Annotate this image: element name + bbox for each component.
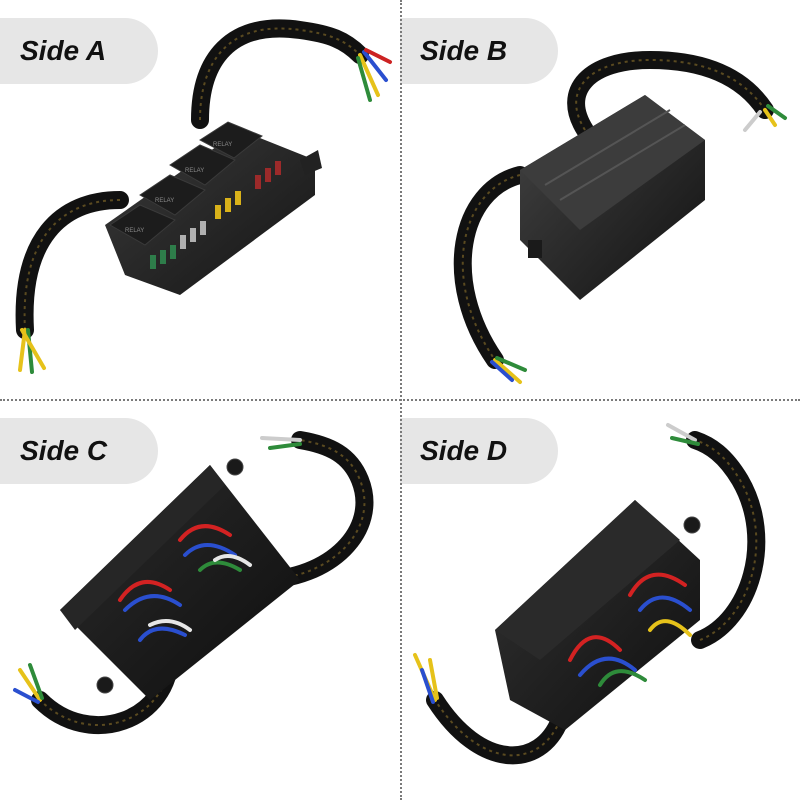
panel-label: Side B — [400, 18, 558, 84]
svg-text:RELAY: RELAY — [155, 198, 174, 204]
panel-side-b: Side B — [400, 0, 800, 400]
panel-label: Side D — [400, 418, 558, 484]
fuse-box-wiring-view-image — [13, 431, 374, 734]
panel-side-d: Side D — [400, 400, 800, 800]
svg-text:RELAY: RELAY — [125, 228, 144, 234]
svg-text:RELAY: RELAY — [213, 142, 232, 148]
panel-side-c: Side C — [0, 400, 400, 800]
horizontal-divider — [0, 399, 800, 401]
fuse-box-back-view-image — [453, 50, 787, 384]
fuse-box-side-view-image — [413, 423, 766, 765]
panel-side-a: RELAY RELAY RELAY RELAY Side A — [0, 0, 400, 400]
panel-label: Side C — [0, 418, 158, 484]
svg-text:RELAY: RELAY — [185, 168, 204, 174]
panel-label: Side A — [0, 18, 158, 84]
fuse-box-top-view-image: RELAY RELAY RELAY RELAY — [15, 19, 392, 374]
